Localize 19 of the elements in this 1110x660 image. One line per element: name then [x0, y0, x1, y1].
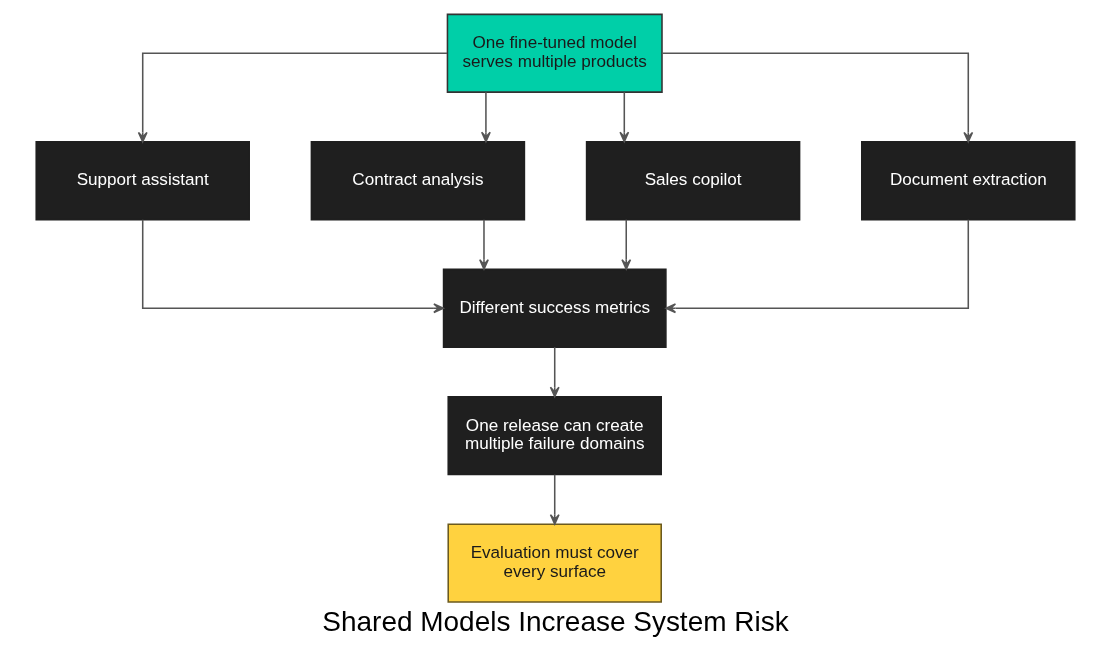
arrow	[137, 52, 448, 143]
node-box: One release can create multiple failure domains	[446, 396, 662, 476]
arrow	[618, 91, 629, 143]
arrow	[141, 218, 444, 314]
node-box: One fine-tuned model serves multiple products	[446, 13, 663, 93]
arrow	[549, 473, 560, 525]
node-box: Contract analysis	[310, 141, 525, 221]
arrow	[620, 218, 631, 270]
node-box: Support assistant	[34, 141, 250, 221]
arrow	[664, 218, 969, 314]
caption: Shared Models Increase System Risk	[321, 605, 789, 637]
arrow	[480, 91, 491, 143]
arrow	[549, 346, 560, 398]
arrow	[661, 52, 973, 143]
node-box: Document extraction	[860, 141, 1076, 221]
node-box: Different success metrics	[442, 268, 667, 348]
node-box: Evaluation must cover every surface	[446, 523, 662, 603]
arrow	[478, 218, 489, 270]
node-box: Sales copilot	[585, 141, 800, 221]
